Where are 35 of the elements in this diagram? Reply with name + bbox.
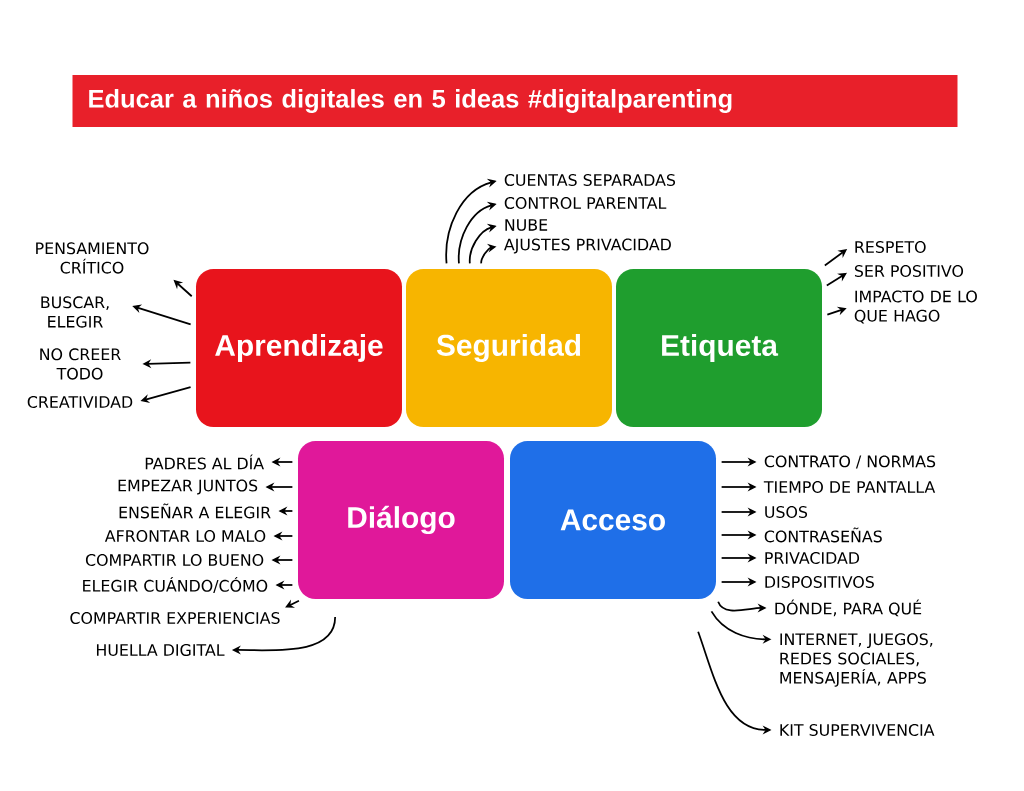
handwritten-note: TIEMPO DE PANTALLA	[763, 481, 936, 493]
handwritten-note: CONTRASEÑAS	[764, 527, 882, 543]
title-banner: Educar a niños digitales en 5 ideas #digitalparenting	[72, 75, 958, 127]
handwritten-note: IMPACTO DE LO QUE HAGO	[854, 290, 977, 324]
handwritten-note: PRIVACIDAD	[765, 552, 860, 564]
idea-box: Etiqueta	[616, 269, 822, 427]
handwritten-note: PENSAMIENTO CRÍTICO	[36, 242, 149, 274]
handwritten-note: NO CREER TODO	[40, 348, 121, 380]
handwritten-note: PADRES AL DÍA	[145, 454, 264, 470]
handwritten-note: NUBE	[505, 219, 548, 231]
handwritten-note: COMPARTIR LO BUENO	[85, 554, 264, 566]
idea-box: Aprendizaje	[196, 269, 402, 427]
idea-box: Diálogo	[298, 441, 504, 599]
handwritten-note: ENSEÑAR A ELEGIR	[119, 503, 271, 519]
idea-box: Seguridad	[406, 269, 612, 427]
handwritten-note: CONTRATO / NORMAS	[764, 455, 936, 469]
handwritten-note: AJUSTES PRIVACIDAD	[504, 238, 671, 254]
handwritten-note: SER POSITIVO	[854, 265, 964, 277]
handwritten-note: INTERNET, JUEGOS, REDES SOCIALES, MENSAJERÍA, APPS	[780, 633, 933, 687]
handwritten-note: CUENTAS SEPARADAS	[504, 174, 676, 186]
handwritten-note: EMPEZAR JUNTOS	[118, 479, 258, 495]
handwritten-note: KIT SUPERVIVENCIA	[780, 724, 935, 736]
handwritten-note: HUELLA DIGITAL	[97, 644, 225, 656]
handwritten-note: AFRONTAR LO MALO	[104, 530, 266, 542]
handwritten-note: CREATIVIDAD	[27, 396, 133, 408]
arrow	[285, 599, 300, 608]
handwritten-note: RESPETO	[855, 241, 926, 253]
handwritten-note: CONTROL PARENTAL	[504, 197, 667, 209]
handwritten-note: ELEGIR CUÁNDO/CÓMO	[83, 576, 268, 594]
handwritten-note: COMPARTIR EXPERIENCIAS	[70, 612, 280, 624]
idea-box: Acceso	[510, 441, 716, 599]
handwritten-note: DÓNDE, PARA QUÉ	[775, 599, 922, 617]
handwritten-note: USOS	[765, 506, 808, 518]
handwritten-note: DISPOSITIVOS	[765, 576, 874, 588]
handwritten-note: BUSCAR, ELEGIR	[41, 296, 109, 328]
